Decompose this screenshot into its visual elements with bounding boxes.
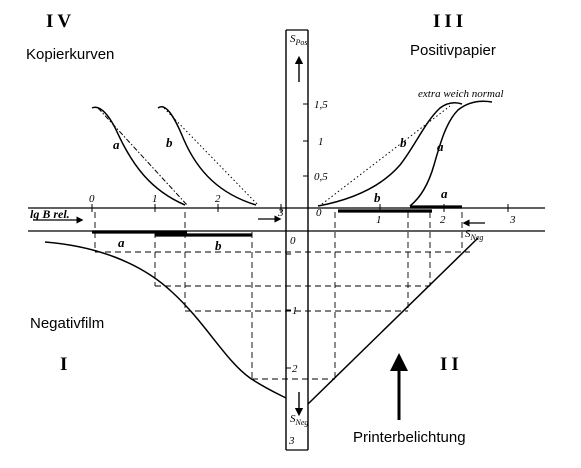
negativfilm-curve — [44, 241, 287, 399]
tick-marks — [91, 103, 509, 369]
tick-label-down-2: 2 — [292, 363, 298, 375]
lgb-axis-label: lg B rel. — [30, 207, 70, 221]
paper-curve-a-letter: a — [437, 139, 444, 154]
tick-label-lgb-3: 3 — [277, 207, 284, 219]
kopierkurve-a-tangent — [97, 107, 189, 207]
kopierkurve-a — [91, 106, 186, 206]
tick-label-lgb-0: 0 — [89, 193, 95, 205]
tick-label-up-0-5: 0,5 — [314, 171, 328, 183]
tick-label-lgb-2: 2 — [215, 193, 221, 205]
quadrant-ii-label: II — [440, 354, 463, 375]
s-neg-label: SNeg — [290, 413, 308, 427]
printer-exposure-line — [307, 237, 479, 405]
tick-label-sneg-2: 2 — [440, 214, 446, 226]
neg-bar-b-letter: b — [215, 238, 222, 253]
paper-curve-b-letter: b — [400, 135, 407, 150]
paper-curve-a — [409, 100, 493, 207]
neg-bar-a-letter: a — [118, 235, 125, 250]
tick-label-sneg-0: 0 — [316, 207, 322, 219]
paper-bar-b-letter: b — [374, 190, 381, 205]
kopierkurve-b — [157, 106, 257, 206]
kopierkurven — [91, 106, 259, 207]
projection-lines — [94, 212, 470, 380]
kopierkurve-b-tangent — [163, 107, 259, 206]
paper-curve-b — [317, 102, 463, 207]
tick-label-up-1: 1 — [318, 136, 324, 148]
tick-label-up-1-5: 1,5 — [314, 99, 328, 111]
paper-grades-label: extra weich normal — [418, 88, 504, 100]
tick-label-down-1: 1 — [292, 305, 298, 317]
tick-label-sneg-1: 1 — [376, 214, 382, 226]
negativfilm-label: Negativfilm — [30, 315, 104, 332]
paper-curve-b-tangent — [321, 105, 451, 205]
printerbelichtung-label: Printerbelichtung — [353, 429, 466, 446]
s-pos-label: SPos — [290, 33, 308, 47]
kopierkurven-label: Kopierkurven — [26, 46, 114, 63]
tick-label-down-0: 0 — [290, 235, 296, 247]
quadrant-iii-label: III — [433, 11, 467, 32]
kopierkurve-b-letter: b — [166, 135, 173, 150]
tick-label-lgb-1: 1 — [152, 193, 158, 205]
tick-label-sneg-3: 3 — [509, 214, 516, 226]
kopierkurve-a-letter: a — [113, 137, 120, 152]
paper-bar-a-letter: a — [441, 186, 448, 201]
positivpapier-label: Positivpapier — [410, 42, 496, 59]
quadrant-iv-label: IV — [46, 11, 75, 32]
quadrant-i-label: I — [60, 354, 71, 375]
s-neg-right-label: SNeg — [465, 228, 483, 242]
tick-label-down-3: 3 — [288, 435, 295, 447]
positivpapier-curves — [317, 100, 493, 207]
